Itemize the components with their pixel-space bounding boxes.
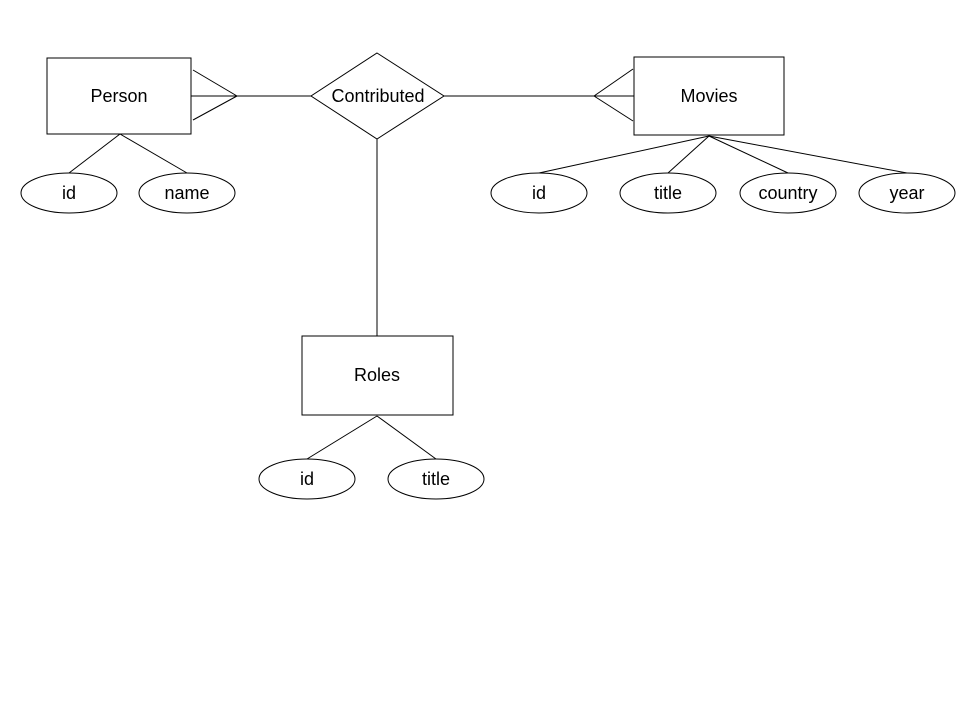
attribute-movies-id: id	[490, 172, 588, 214]
entity-movies-box	[633, 56, 785, 136]
attribute-person-id-ellipse	[20, 172, 118, 214]
entity-person: Person	[46, 57, 192, 135]
attribute-person-name-label: name	[164, 183, 209, 203]
movies-id-line	[538, 135, 710, 174]
attribute-movies-title-ellipse	[619, 172, 717, 214]
entity-roles-label: Roles	[354, 365, 400, 385]
movies-year-line	[708, 135, 908, 174]
attribute-roles-title-label: title	[422, 469, 450, 489]
movies-title-line	[667, 135, 710, 174]
attribute-movies-country: country	[739, 172, 837, 214]
entity-roles-box	[301, 335, 454, 416]
entity-movies: Movies	[633, 56, 785, 136]
roles-id-line	[306, 415, 378, 460]
attribute-roles-title-ellipse	[387, 458, 485, 500]
attribute-movies-country-label: country	[758, 183, 817, 203]
attribute-movies-year-ellipse	[858, 172, 956, 214]
roles-title-line	[376, 415, 437, 460]
movies-crowfoot-top	[593, 68, 634, 97]
attribute-movies-year: year	[858, 172, 956, 214]
attribute-movies-year-label: year	[889, 183, 924, 203]
attribute-movies-id-label: id	[532, 183, 546, 203]
movies-crowfoot-bottom	[593, 95, 634, 122]
movies-country-line	[708, 135, 789, 174]
relationship-contributed-diamond	[310, 52, 445, 140]
entity-person-box	[46, 57, 192, 135]
person-crowfoot-bottom	[192, 95, 238, 121]
attribute-movies-country-ellipse	[739, 172, 837, 214]
person-name-line	[119, 133, 188, 174]
entity-person-label: Person	[90, 86, 147, 106]
attribute-person-id: id	[20, 172, 118, 214]
attribute-person-id-label: id	[62, 183, 76, 203]
attribute-roles-title: title	[387, 458, 485, 500]
relationship-contributed: Contributed	[310, 52, 445, 140]
attribute-movies-title: title	[619, 172, 717, 214]
person-crowfoot-top	[192, 69, 238, 97]
attribute-movies-id-ellipse	[490, 172, 588, 214]
attribute-roles-id-label: id	[300, 469, 314, 489]
connectors	[68, 68, 908, 460]
entity-roles: Roles	[301, 335, 454, 416]
attribute-movies-title-label: title	[654, 183, 682, 203]
attribute-person-name: name	[138, 172, 236, 214]
attribute-roles-id-ellipse	[258, 458, 356, 500]
relationship-contributed-label: Contributed	[331, 86, 424, 106]
person-id-line	[68, 133, 121, 174]
attribute-person-name-ellipse	[138, 172, 236, 214]
entity-movies-label: Movies	[680, 86, 737, 106]
attribute-roles-id: id	[258, 458, 356, 500]
